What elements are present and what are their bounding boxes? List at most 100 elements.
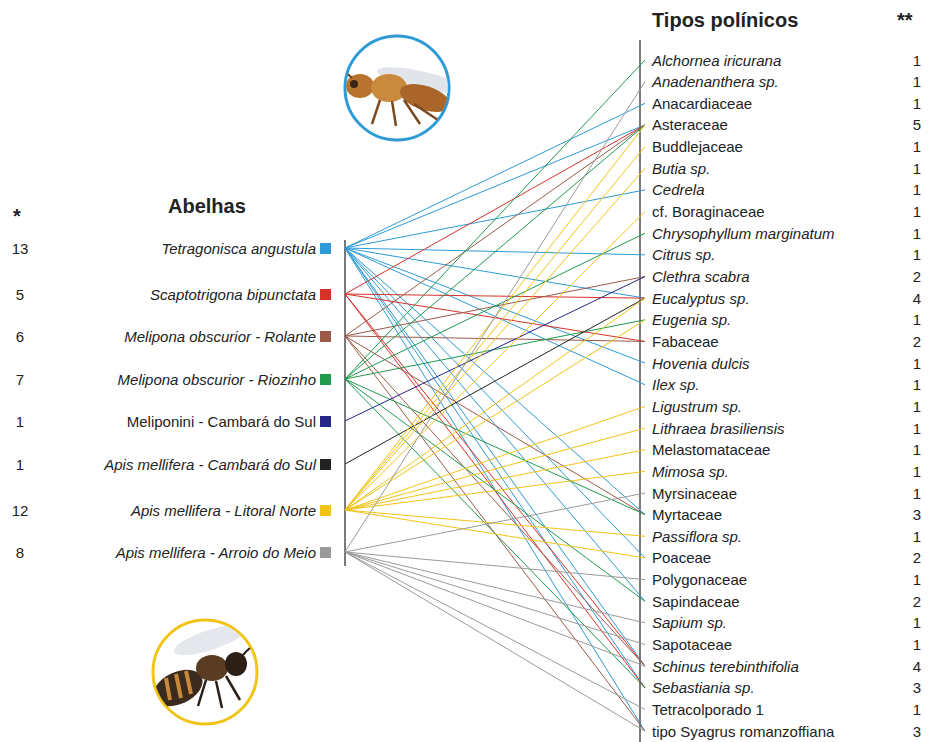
bee-axis	[344, 240, 345, 566]
pollen-type-name: Asteraceae	[652, 117, 728, 132]
pollen-type-name: Sapotaceae	[652, 637, 732, 652]
connector-line	[345, 552, 645, 666]
sample-count: 6	[4, 329, 36, 344]
connector-line	[345, 552, 645, 623]
connector-line	[345, 125, 645, 294]
pollen-type-row: Fabaceae 2	[645, 331, 928, 352]
pollen-type-row: Melastomataceae1	[645, 439, 928, 460]
color-square	[320, 505, 331, 516]
connector-line	[345, 233, 645, 379]
connector-line	[345, 428, 645, 510]
pollen-type-row: Polygonaceae1	[645, 569, 928, 590]
pollen-type-row: Chrysophyllum marginatum1	[645, 223, 928, 244]
connector-line	[345, 298, 645, 510]
pollen-type-row: Poaceae2	[645, 547, 928, 568]
connector-line	[345, 82, 645, 552]
connector-line	[345, 493, 645, 552]
pollen-type-name: Myrsinaceae	[652, 486, 737, 501]
pollen-type-row: Hovenia dulcis1	[645, 353, 928, 374]
connector-line	[345, 125, 645, 379]
pollen-type-row: tipo Syagrus romanzoffiana3	[645, 721, 928, 742]
pollen-type-row: Sapindaceae2	[645, 591, 928, 612]
occurrence-count: 2	[906, 594, 928, 609]
bee-row: 5Scaptotrigona bipunctata	[0, 283, 345, 305]
sample-count: 12	[4, 503, 36, 518]
connector-line	[345, 248, 645, 731]
connector-line	[345, 510, 645, 558]
color-square	[320, 289, 331, 300]
bee-name: Scaptotrigona bipunctata	[150, 287, 316, 302]
connector-line	[345, 379, 645, 601]
pollen-type-name: Buddlejaceae	[652, 139, 743, 154]
pollen-type-name: Sebastiania sp.	[652, 680, 755, 695]
pollen-type-row: Clethra scabra2	[645, 266, 928, 287]
occurrence-count: 4	[906, 291, 928, 306]
pollen-type-name: Ilex sp.	[652, 377, 700, 392]
pollen-type-row: Myrtaceae3	[645, 504, 928, 525]
bee-name: Melipona obscurior - Rolante	[124, 329, 316, 344]
connector-line	[345, 552, 645, 731]
occurrence-count: 1	[906, 161, 928, 176]
bee-row: 6 Melipona obscurior - Rolante	[0, 325, 345, 347]
pollen-type-name: cf. Boraginaceae	[652, 204, 765, 219]
sample-count: 13	[4, 241, 36, 256]
pollen-type-name: Lithraea brasiliensis	[652, 421, 785, 436]
pollen-type-row: Ilex sp.1	[645, 374, 928, 395]
occurrence-count: 1	[906, 204, 928, 219]
pollen-type-name: Eucalyptus sp.	[652, 291, 750, 306]
bee-name: Apis mellifera - Litoral Norte	[131, 503, 316, 518]
bee-name: Meliponini - Cambará do Sul	[127, 414, 316, 429]
connector-line	[345, 552, 645, 710]
color-square	[320, 243, 331, 254]
pollen-type-name: Tetracolporado 1	[652, 702, 764, 717]
pollen-type-row: Citrus sp.1	[645, 244, 928, 265]
color-square	[320, 459, 331, 470]
connector-line	[345, 406, 645, 510]
pollen-type-row: Tetracolporado 11	[645, 699, 928, 720]
color-square	[320, 331, 331, 342]
bee-row: 1 Meliponini - Cambará do Sul	[0, 410, 345, 432]
occurrence-count: 1	[906, 247, 928, 262]
pollen-type-row: Sebastiania sp.3	[645, 677, 928, 698]
bee-name: Melipona obscurior - Riozinho	[118, 372, 316, 387]
pollen-type-name: Schinus terebinthifolia	[652, 659, 799, 674]
occurrence-count: 3	[906, 724, 928, 739]
connector-line	[345, 248, 645, 558]
bee-row: 12 Apis mellifera - Litoral Norte	[0, 499, 345, 521]
connector-line	[345, 125, 645, 336]
pollen-type-name: Cedrela	[652, 182, 705, 197]
sample-count: 1	[4, 414, 36, 429]
occurrence-count: 4	[906, 659, 928, 674]
occurrence-count: 1	[906, 529, 928, 544]
footnote-mark: *	[13, 206, 21, 226]
pollen-type-name: Mimosa sp.	[652, 464, 729, 479]
pollen-type-row: Eugenia sp.1	[645, 309, 928, 330]
bee-row: 1Apis mellifera - Cambará do Sul	[0, 453, 345, 475]
connector-line	[345, 125, 645, 248]
connector-line	[345, 248, 645, 688]
column-heading: Abelhas	[168, 196, 246, 216]
sample-count: 8	[4, 545, 36, 560]
footnote-mark: **	[897, 10, 913, 30]
occurrence-count: 2	[906, 334, 928, 349]
color-square	[320, 374, 331, 385]
pollen-type-row: Passiflora sp.1	[645, 526, 928, 547]
pollen-type-row: Buddlejaceae1	[645, 136, 928, 157]
connector-line	[345, 294, 645, 688]
connector-line	[345, 248, 645, 515]
occurrence-count: 5	[906, 117, 928, 132]
pollen-type-row: Myrsinaceae1	[645, 483, 928, 504]
occurrence-count: 1	[906, 182, 928, 197]
pollen-type-name: Anacardiaceae	[652, 96, 752, 111]
pollen-type-name: Fabaceae	[652, 334, 719, 349]
pollen-axis	[639, 40, 640, 742]
occurrence-count: 1	[906, 356, 928, 371]
pollen-type-row: Eucalyptus sp. 4	[645, 288, 928, 309]
honey-bee-figure	[148, 619, 258, 724]
pollen-type-row: Sapotaceae1	[645, 634, 928, 655]
occurrence-count: 1	[906, 421, 928, 436]
pollen-type-name: Sapium sp.	[652, 615, 727, 630]
bee-row: 8Apis mellifera - Arroio do Meio	[0, 541, 345, 563]
stingless-bee-figure	[336, 36, 465, 140]
